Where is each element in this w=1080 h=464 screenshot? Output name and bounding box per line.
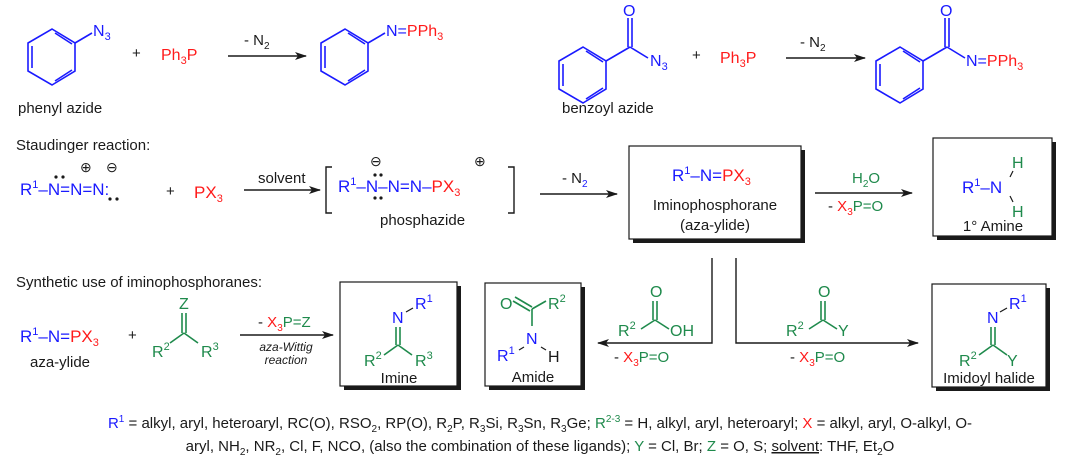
r2-group: R2 bbox=[959, 350, 977, 370]
r2-group: R2 bbox=[364, 350, 382, 370]
aza-ylide-label: (aza-ylide) bbox=[680, 217, 750, 234]
imidoyl-halide-box: N R1 R2 Y Imidoyl halide bbox=[931, 283, 1050, 391]
plus-sign: + bbox=[692, 47, 701, 64]
aza-ylide-label: aza-ylide bbox=[30, 354, 90, 371]
benzoyl-azide-label: benzoyl azide bbox=[562, 100, 654, 117]
phosphazide-label: phosphazide bbox=[380, 212, 465, 229]
azide-group: N3 bbox=[93, 23, 111, 43]
carbonyl-compound: Z R2 R3 bbox=[152, 296, 219, 361]
phenyl-azide: N3 phenyl azide bbox=[18, 23, 111, 117]
wittig-byproduct: - X3P=Z bbox=[258, 314, 311, 334]
r1-group: R1 bbox=[415, 293, 433, 313]
footnote-line-2: aryl, NH2, NR2, Cl, F, NCO, (also the co… bbox=[186, 438, 895, 458]
phenyl-iminophosphorane: N=PPh3 bbox=[320, 23, 443, 86]
bracket-left bbox=[325, 166, 332, 214]
arrow-label: - N2 bbox=[800, 34, 826, 54]
imine-label: Imine bbox=[381, 370, 418, 387]
hydrogen-atom: H bbox=[1012, 155, 1024, 172]
imine-nitrogen: N bbox=[392, 310, 404, 327]
footnote-line-1: R1 = alkyl, aryl, heteroaryl, RC(O), RSO… bbox=[108, 414, 972, 435]
r2-group: R2 bbox=[618, 320, 636, 340]
phosphine-reagent: PX3 bbox=[194, 183, 223, 205]
byproduct-label: - X3P=O bbox=[828, 198, 883, 218]
amide-nitrogen: N bbox=[526, 331, 538, 348]
benzene-ring-icon bbox=[558, 18, 649, 104]
aza-ylide-formula: R1–N=PX3 bbox=[20, 326, 99, 349]
phosphazide-formula: R1–N–N=N–PX3 bbox=[338, 176, 460, 199]
azide-formula: R1–N=N=N: bbox=[20, 179, 109, 199]
iminophosphorane-label: Iminophosphorane bbox=[653, 197, 777, 214]
bracket-right bbox=[508, 166, 515, 214]
iminophosphorane-formula: R1–N=PX3 bbox=[672, 165, 751, 188]
negative-charge-icon: ⊖ bbox=[370, 153, 382, 169]
azide-group: N3 bbox=[650, 53, 668, 73]
benzene-ring-icon bbox=[27, 28, 93, 86]
r1-group: R1 bbox=[497, 345, 515, 365]
amide-label: Amide bbox=[512, 369, 555, 386]
triphenylphosphine: Ph3P bbox=[720, 50, 756, 70]
staudinger-title: Staudinger reaction: bbox=[16, 137, 150, 154]
benzene-ring-icon bbox=[875, 18, 966, 104]
plus-sign: + bbox=[166, 183, 175, 200]
plus-sign: + bbox=[128, 327, 137, 344]
arrow-label: - N2 bbox=[562, 170, 588, 190]
y-atom: Y bbox=[838, 323, 849, 340]
r3-group: R3 bbox=[415, 350, 433, 370]
organic-azide: R1–N=N=N: ⊕ ⊖ bbox=[20, 159, 119, 201]
acyl-oxygen: O bbox=[818, 284, 830, 301]
z-atom: Z bbox=[179, 296, 189, 313]
positive-charge-icon: ⊕ bbox=[80, 159, 92, 175]
water-reagent: H2O bbox=[852, 170, 880, 190]
r3-group: R3 bbox=[201, 341, 219, 361]
phosphazide-intermediate: R1–N–N=N–PX3 ⊖ ⊕ phosphazide bbox=[325, 153, 515, 229]
benzoyl-azide: O N3 benzoyl azide bbox=[558, 3, 668, 117]
hydrogen-atom: H bbox=[548, 349, 560, 366]
amine-formula: R1–N bbox=[962, 177, 1002, 197]
branch-arrow-to-amide bbox=[597, 258, 713, 347]
r2-group: R2 bbox=[786, 320, 804, 340]
byproduct-label: - X3P=O bbox=[790, 349, 845, 369]
benzene-ring-icon bbox=[320, 28, 386, 86]
carbonyl-oxygen: O bbox=[623, 3, 635, 20]
arrow-label: - N2 bbox=[244, 32, 270, 52]
r2-group: R2 bbox=[548, 293, 566, 313]
amine-label: 1° Amine bbox=[963, 218, 1023, 235]
carboxylic-acid: O R2 OH - X3P=O bbox=[614, 284, 694, 369]
amine-box: R1–N H H 1° Amine bbox=[932, 137, 1056, 240]
arrow-label-solvent: solvent bbox=[258, 170, 306, 187]
carbonyl-oxygen: O bbox=[940, 3, 952, 20]
r1-group: R1 bbox=[1009, 293, 1027, 313]
iminophosphorane-group: N=PPh3 bbox=[386, 23, 443, 43]
imidoyl-halide-label: Imidoyl halide bbox=[943, 370, 1035, 387]
imine-box: N R1 R2 R3 Imine bbox=[339, 281, 461, 390]
acid-oxygen: O bbox=[650, 284, 662, 301]
negative-charge-icon: ⊖ bbox=[106, 159, 118, 175]
branch-arrow-to-imidoyl bbox=[735, 258, 919, 347]
aza-wittig-label: aza-Wittig bbox=[259, 340, 313, 354]
amide-box: O R2 N R1 H Amide bbox=[484, 282, 585, 390]
iminophosphorane-box: R1–N=PX3 Iminophosphorane (aza-ylide) bbox=[628, 145, 805, 243]
positive-charge-icon: ⊕ bbox=[474, 153, 486, 169]
synthetic-title: Synthetic use of iminophosphoranes: bbox=[16, 274, 262, 291]
triphenylphosphine: Ph3P bbox=[161, 47, 197, 67]
benzoyl-iminophosphorane: O N=PPh3 bbox=[875, 3, 1023, 104]
phenyl-azide-label: phenyl azide bbox=[18, 100, 102, 117]
byproduct-label: - X3P=O bbox=[614, 349, 669, 369]
imidoyl-nitrogen: N bbox=[987, 310, 999, 327]
plus-sign: + bbox=[132, 45, 141, 62]
hydroxyl-group: OH bbox=[670, 323, 694, 340]
y-atom: Y bbox=[1007, 353, 1018, 370]
acyl-halide: O R2 Y - X3P=O bbox=[786, 284, 849, 369]
reaction-label: reaction bbox=[265, 353, 308, 367]
r2-group: R2 bbox=[152, 341, 170, 361]
hydrogen-atom: H bbox=[1012, 204, 1024, 221]
iminophosphorane-group: N=PPh3 bbox=[966, 53, 1023, 73]
amide-oxygen: O bbox=[500, 296, 512, 313]
